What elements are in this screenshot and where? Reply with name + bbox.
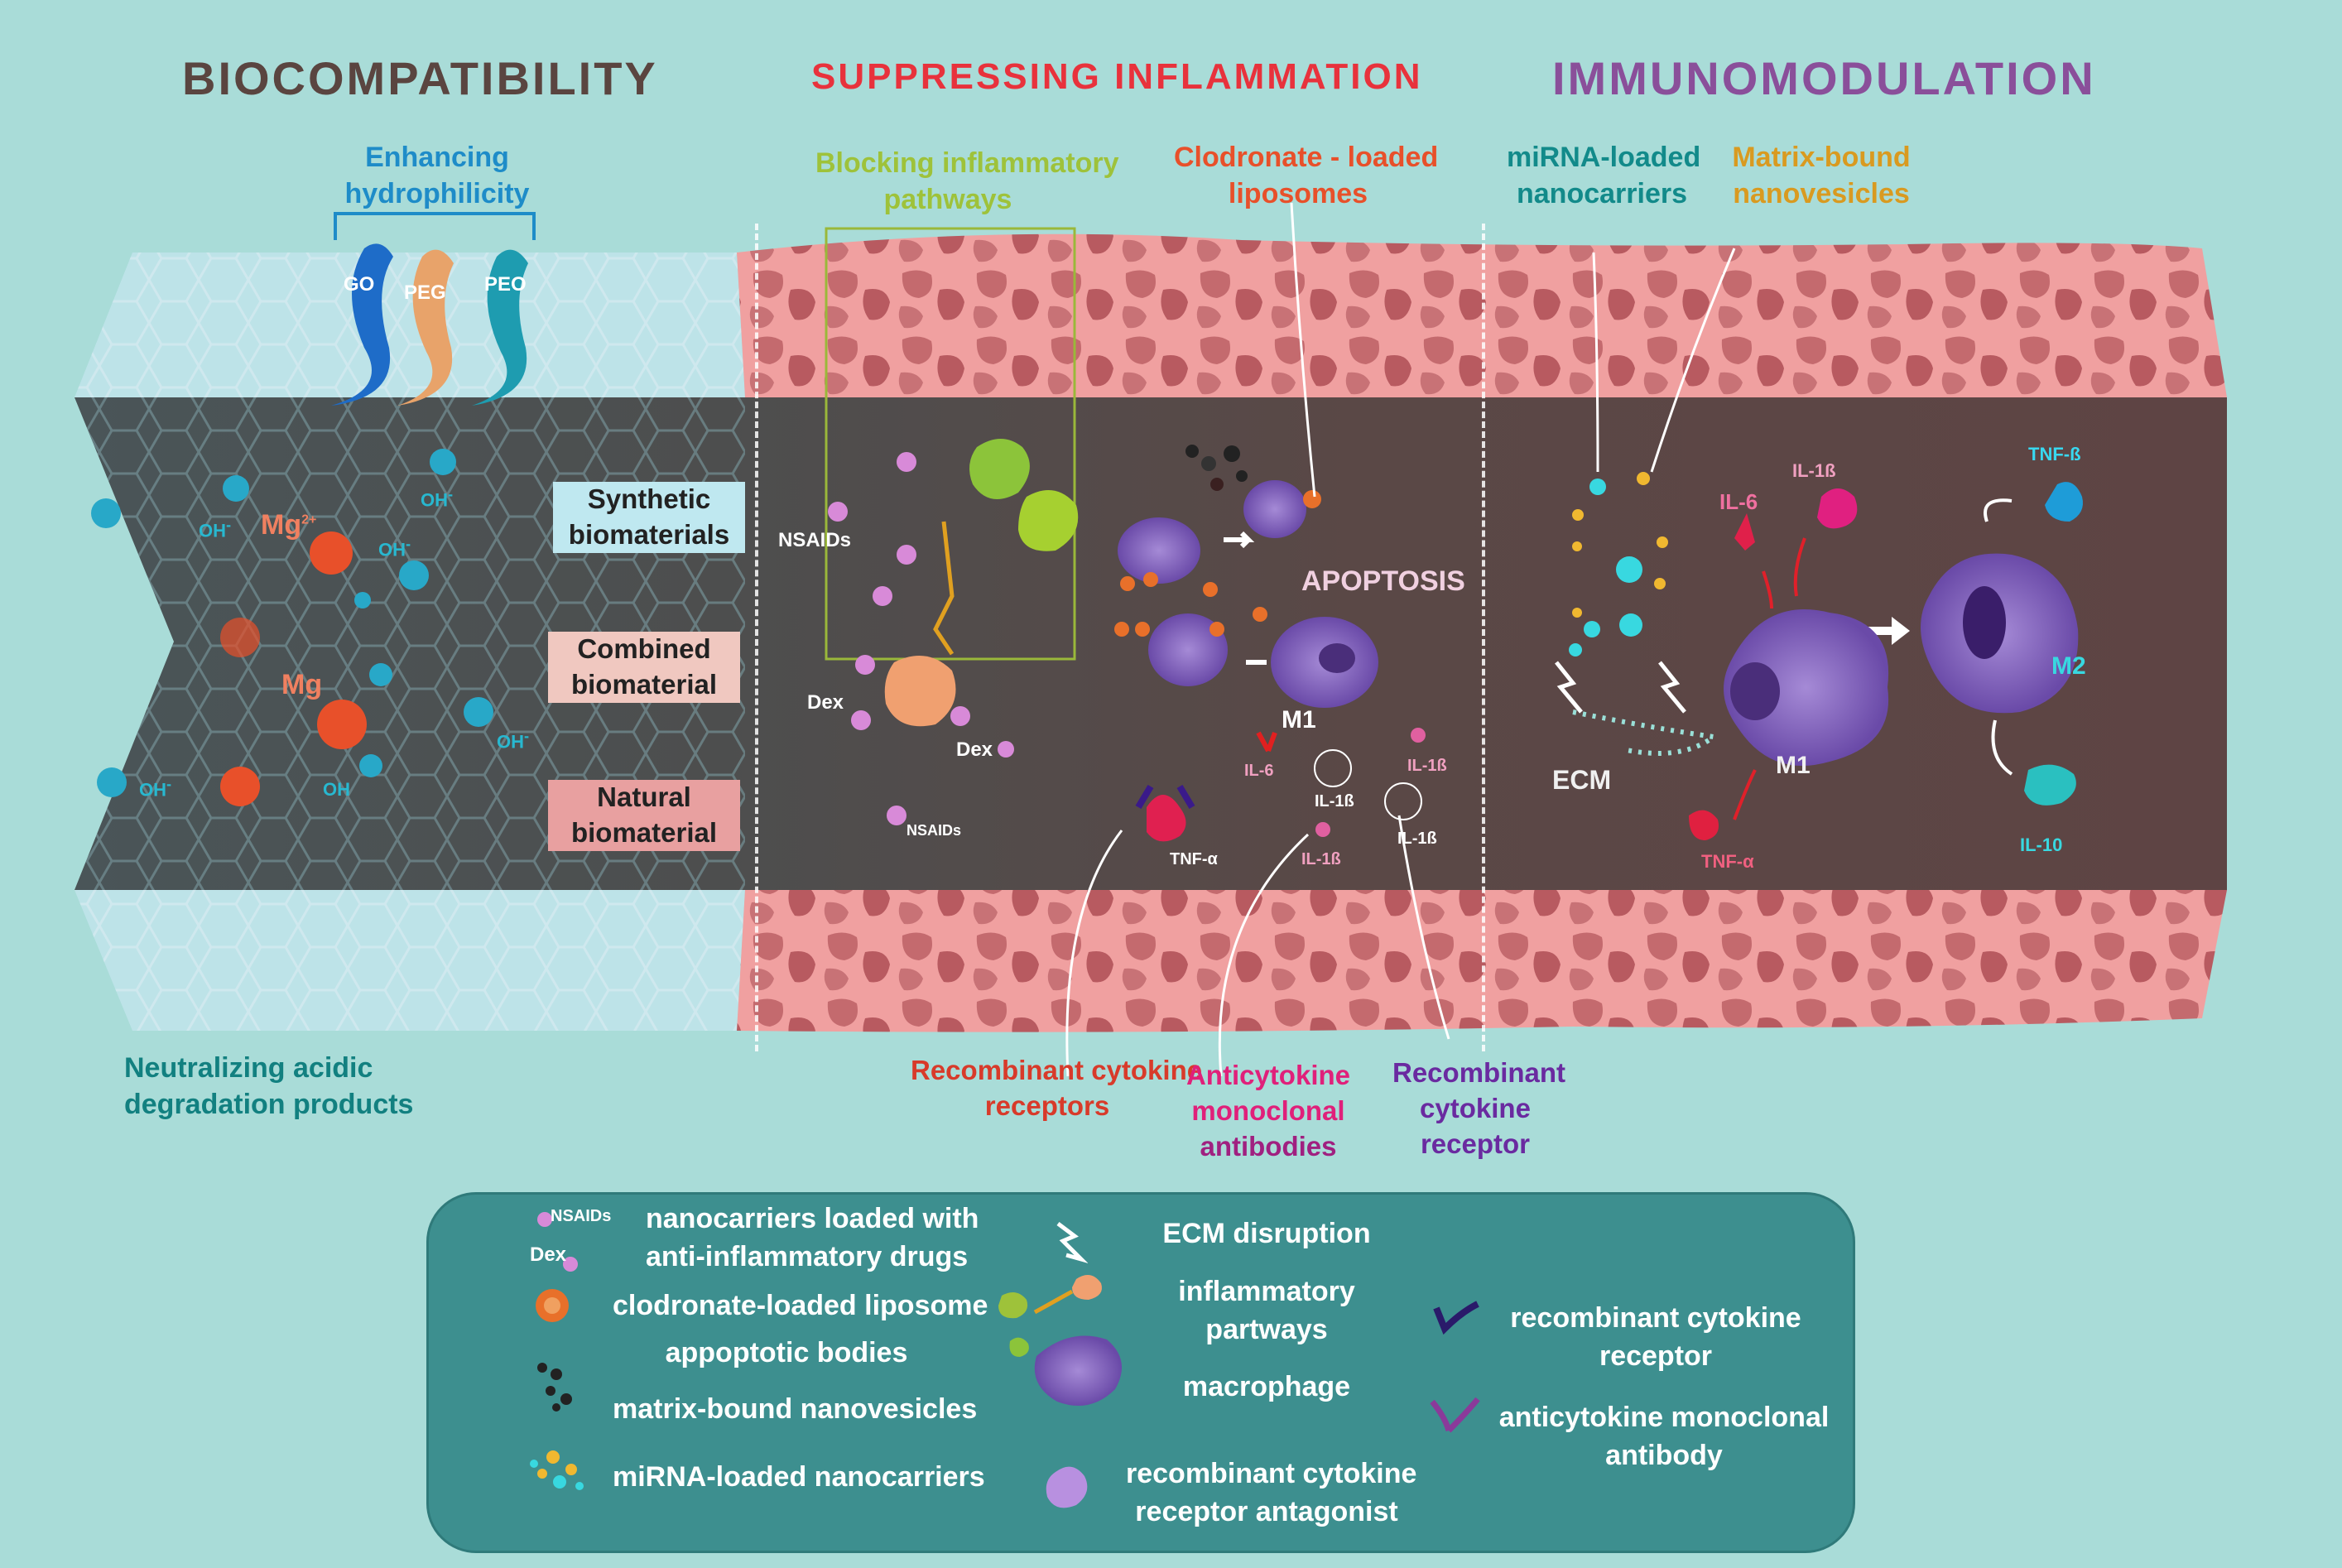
anticytokine-antibodies-label: Anticytokine monoclonal antibodies [1185,1060,1351,1162]
m1-label-immuno: M1 [1776,752,1811,779]
il6-label-immuno: IL-6 [1719,489,1758,514]
oh-ion-3: OH- [421,485,454,511]
mg-ion-2: Mg [281,669,323,700]
il1b-label-1: IL-1ß [1315,792,1354,810]
il1b-label-2: IL-1ß [1301,850,1341,868]
dex-label-1: Dex [807,691,844,714]
oh-ion-4: OH- [497,727,530,753]
apoptosis-label: APOPTOSIS [1301,565,1465,597]
nsaids-label-2: NSAIDs [907,822,962,839]
combined-biomaterial-box: Combined biomaterial [548,632,740,703]
il1b-label-immuno: IL-1ß [1792,460,1836,481]
title-biocompatibility: BIOCOMPATIBILITY [182,52,658,104]
legend-apoptotic: appoptotic bodies [665,1337,908,1368]
m1-label-suppress: M1 [1282,706,1316,733]
natural-biomaterial-box: Natural biomaterial [548,780,740,851]
legend-dex-tag: Dex [530,1243,567,1266]
il1b-label-4: IL-1ß [1407,757,1447,775]
polymer-go: GO [344,273,375,296]
legend-ecm-disruption: ECM disruption [1162,1218,1371,1249]
ecm-label: ECM [1552,765,1612,795]
legend-clodronate: clodronate-loaded liposome [613,1290,988,1321]
legend-panel [426,1192,1855,1553]
il1b-label-3: IL-1ß [1397,830,1437,848]
legend-nsaids-tag: NSAIDs [551,1207,612,1225]
polymer-peg: PEG [404,281,446,304]
tnfa-label-immuno: TNF-α [1701,851,1754,872]
polymer-peo: PEO [484,273,527,296]
title-immunomodulation: IMMUNOMODULATION [1552,52,2096,104]
mg-ion-1: Mg2+ [261,509,317,541]
oh-ion-2: OH- [378,535,411,560]
divider-right [1482,224,1485,1051]
divider-left [755,224,758,1051]
legend-macrophage: macrophage [1182,1371,1351,1402]
nsaids-label-1: NSAIDs [778,529,852,551]
oh-ion-6: OH [323,779,350,800]
oh-ion-5: OH- [139,775,172,801]
il10-label: IL-10 [2020,835,2063,855]
il6-label-suppress: IL-6 [1244,762,1274,780]
title-suppressing-inflammation: SUPPRESSING INFLAMMATION [811,56,1423,97]
oh-ion-1: OH- [199,516,232,541]
tnfb-label: TNF-ß [2028,444,2081,464]
dex-label-2: Dex [956,738,993,761]
legend-matrix: matrix-bound nanovesicles [613,1393,978,1425]
tnfa-label-suppress: TNF-α [1170,850,1218,868]
legend-mirna: miRNA-loaded nanocarriers [613,1461,985,1493]
m2-label: M2 [2051,652,2086,680]
synthetic-biomaterials-box: Synthetic biomaterials [553,482,745,553]
